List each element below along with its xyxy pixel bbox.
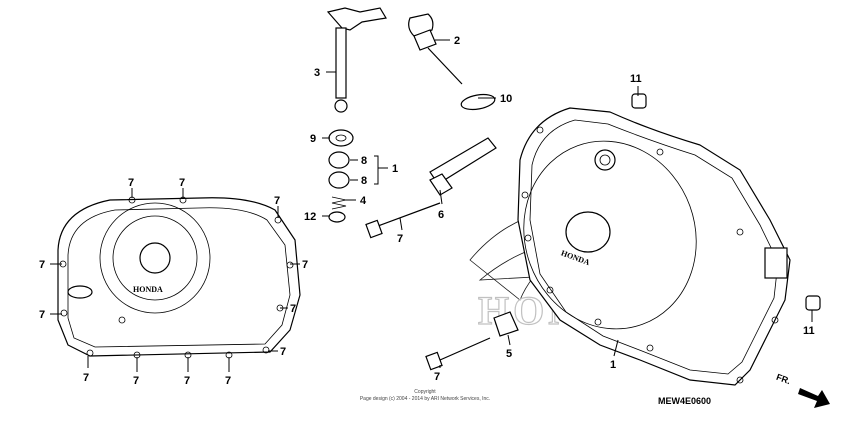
callout-1b: 1 (610, 359, 616, 371)
oil-seal (328, 129, 354, 147)
clamp (493, 311, 519, 337)
left-crankcase-cover: HONDA (57, 196, 301, 359)
callout-11-top: 11 (630, 73, 642, 85)
copyright-heading: Copyright (414, 389, 436, 395)
callout-7-l12: 7 (225, 375, 231, 387)
callout-7-bolt-top: 7 (397, 233, 403, 245)
callout-7-l7: 7 (290, 303, 296, 315)
callouts: 2 3 10 9 8 8 1 4 12 6 7 5 7 1 11 11 7 7 … (39, 35, 815, 387)
callout-7-l5: 7 (302, 259, 308, 271)
copyright-notice: Page design (c) 2004 - 2014 by ARI Netwo… (360, 396, 490, 402)
callout-2: 2 (454, 35, 460, 47)
dowel-pin-right (805, 295, 821, 311)
shift-shaft-assembly (326, 7, 387, 223)
front-arrow-label: FR. (775, 372, 792, 386)
callout-8b: 8 (361, 175, 367, 187)
dowel-pin-top (631, 93, 647, 109)
callout-1a: 1 (392, 163, 398, 175)
callout-7-l3: 7 (274, 195, 280, 207)
right-crankcase-cover: HONDA (517, 107, 791, 386)
callout-10: 10 (500, 93, 512, 105)
callout-4: 4 (360, 195, 367, 207)
cover-plate (429, 137, 497, 196)
callout-7-l11: 7 (184, 375, 190, 387)
callout-7-l1: 7 (128, 177, 134, 189)
callout-7-l8: 7 (280, 346, 286, 358)
arrow-right-icon (798, 388, 830, 408)
callout-9: 9 (310, 133, 316, 145)
callout-12: 12 (304, 211, 316, 223)
callout-7-l10: 7 (133, 375, 139, 387)
callout-7-l9: 7 (83, 372, 89, 384)
diagram-code: MEW4E0600 (658, 396, 711, 406)
left-cover-brand: HONDA (133, 285, 163, 294)
long-bolts (365, 202, 491, 371)
callout-6: 6 (438, 209, 444, 221)
callout-7-bolt-bottom: 7 (434, 371, 440, 383)
callout-7-l2: 7 (179, 177, 185, 189)
leader-lines (50, 39, 813, 372)
o-ring (460, 93, 496, 111)
callout-11-right: 11 (803, 325, 815, 337)
oil-filler-cap (408, 13, 496, 111)
callout-7-l4: 7 (39, 259, 45, 271)
front-direction-arrow: FR. (775, 372, 830, 408)
callout-5: 5 (506, 348, 512, 360)
callout-8a: 8 (361, 155, 367, 167)
callout-7-l6: 7 (39, 309, 45, 321)
callout-3: 3 (314, 67, 320, 79)
